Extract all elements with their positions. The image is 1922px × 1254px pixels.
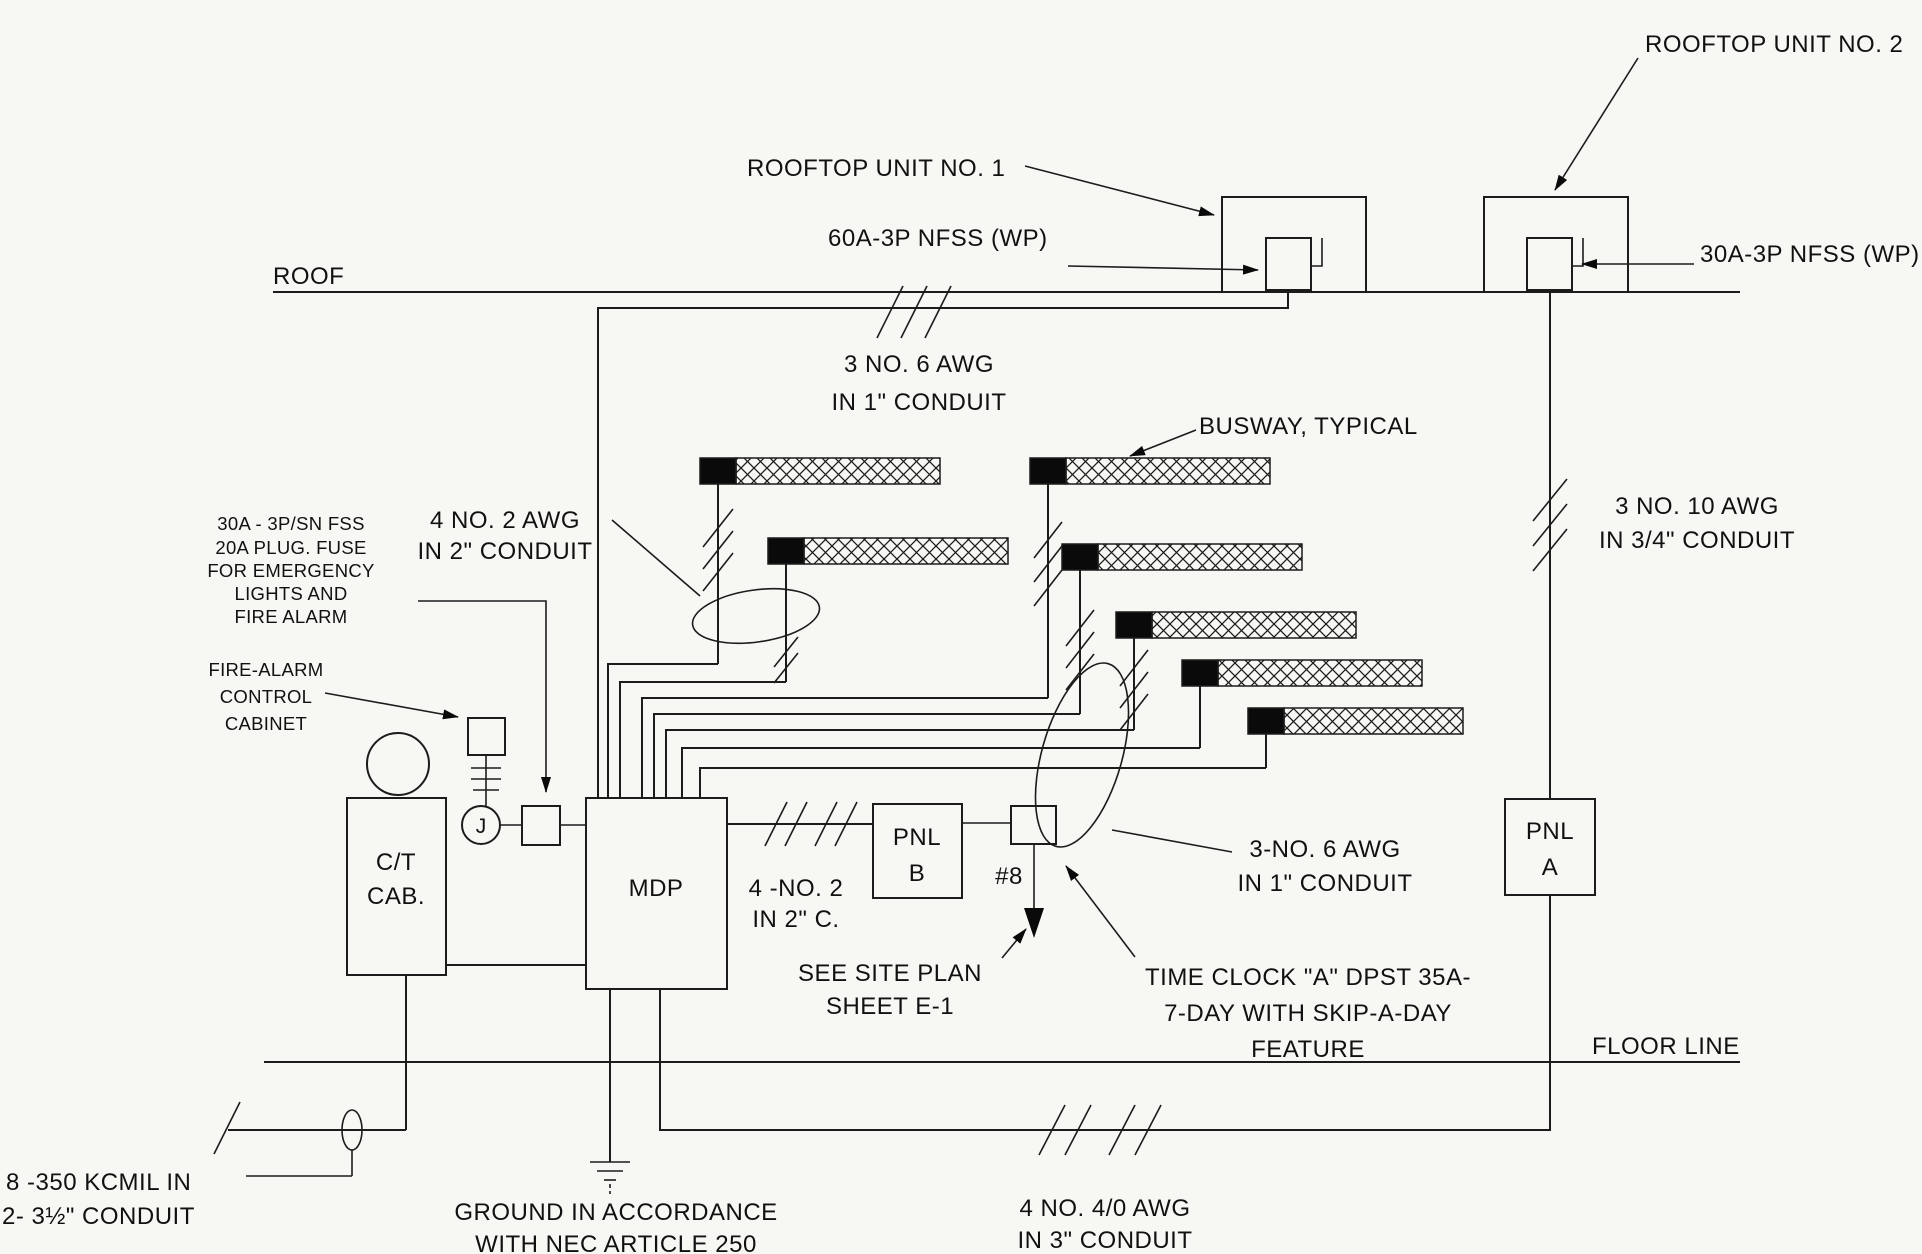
timeclock-branch-down-arrow	[1024, 908, 1044, 938]
ct-cab-label-line1: C/T	[376, 849, 416, 876]
busway-e	[1115, 611, 1357, 639]
timeclock-leader-arrow	[1065, 865, 1136, 958]
branch-size-line2: IN 1" CONDUIT	[1237, 870, 1412, 897]
pnl-a-label-line2: A	[1542, 854, 1559, 881]
rtu1-label: ROOFTOP UNIT NO. 1	[747, 155, 1005, 182]
busway-c	[1029, 457, 1271, 485]
riser-group-ellipse	[691, 587, 821, 645]
pnla-feeder-size-line2: IN 3" CONDUIT	[1017, 1227, 1192, 1254]
busway-riser-leader	[611, 519, 701, 597]
junction-box-label: J	[476, 815, 487, 838]
pnla-feeder-run	[659, 895, 1551, 1131]
fss-note-line1: 30A - 3P/SN FSS	[217, 513, 364, 534]
busway-g	[1247, 707, 1464, 735]
facp-note-line2: CONTROL	[220, 686, 313, 707]
facp-note: FIRE-ALARM CONTROL CABINET	[208, 659, 323, 734]
ct-cab-label-line2: CAB.	[367, 883, 425, 910]
pnla-feeder-size-line1: 4 NO. 4/0 AWG	[1020, 1195, 1191, 1222]
rtu1-feeder-run	[597, 290, 1289, 798]
facp-box	[467, 717, 506, 756]
pnl-b-label-line2: B	[909, 860, 926, 887]
timeclock-note-line1: TIME CLOCK "A" DPST 35A-	[1145, 964, 1471, 991]
pnla-feeder-slashes	[1038, 1104, 1162, 1156]
time-clock-box	[1010, 805, 1057, 845]
fused-switch-box	[521, 805, 561, 846]
service-size-line2: 2- 3½" CONDUIT	[2, 1203, 195, 1230]
site-plan-note-line2: SHEET E-1	[826, 993, 954, 1020]
rtu2-feeder-size-line2: IN 3/4" CONDUIT	[1599, 527, 1795, 554]
pnlb-feeder-size-line2: IN 2" C.	[752, 906, 839, 933]
pnlb-feeder-size-line1: 4 -NO. 2	[749, 875, 844, 902]
busway-d	[1061, 543, 1303, 571]
facp-leader-arrow	[324, 692, 459, 720]
busway-drops	[717, 484, 1267, 768]
rtu2-feeder-size-line1: 3 NO. 10 AWG	[1615, 493, 1779, 520]
busway-typical-arrow	[1129, 429, 1197, 457]
fss-note: 30A - 3P/SN FSS 20A PLUG. FUSE FOR EMERG…	[207, 513, 374, 627]
rtu2-switch-label: 30A-3P NFSS (WP)	[1700, 241, 1920, 268]
rtu1-feeder-size-line1: 3 NO. 6 AWG	[844, 351, 994, 378]
mdp-conduit-fan	[607, 663, 1266, 798]
facp-note-line3: CABINET	[225, 713, 307, 734]
rtu1-feeder-size-line2: IN 1" CONDUIT	[831, 389, 1006, 416]
branch-size-line1: 3-NO. 6 AWG	[1249, 836, 1400, 863]
rooftop-unit-1-symbol	[1221, 196, 1367, 293]
fss-note-line2: 20A PLUG. FUSE	[215, 537, 366, 558]
pnl-b-box	[872, 803, 963, 899]
ct-cabinet-box	[346, 797, 447, 976]
site-plan-note-line1: SEE SITE PLAN	[798, 960, 982, 987]
busway-riser-size-line1: 4 NO. 2 AWG	[430, 507, 580, 534]
fss-note-line5: FIRE ALARM	[235, 606, 348, 627]
rooftop-unit-2-symbol	[1483, 196, 1629, 293]
meter-symbol	[366, 732, 430, 796]
service-utility-slash	[213, 1101, 241, 1155]
rtu2-feeder-slashes	[1532, 478, 1568, 572]
rtu1-switch-label: 60A-3P NFSS (WP)	[828, 225, 1048, 252]
branch-size-leader	[1111, 829, 1233, 853]
rtu2-label: ROOFTOP UNIT NO. 2	[1645, 31, 1903, 58]
site-plan-leader-arrow	[1001, 928, 1027, 959]
service-size-line1: 8 -350 KCMIL IN	[6, 1169, 191, 1196]
timeclock-note-line3: FEATURE	[1251, 1036, 1365, 1063]
mdp-label: MDP	[629, 875, 684, 902]
pnl-a-label-line1: PNL	[1526, 818, 1574, 845]
floor-line-label: FLOOR LINE	[1592, 1033, 1740, 1060]
mdp-pnlb-slashes	[764, 801, 858, 847]
timeclock-note-line2: 7-DAY WITH SKIP-A-DAY	[1164, 1000, 1452, 1027]
branch-group-ellipse	[1034, 662, 1130, 848]
busway-drop-slashes	[702, 508, 1149, 731]
facp-note-line1: FIRE-ALARM	[208, 659, 323, 680]
rtu1-feeder-slashes	[876, 285, 952, 339]
fss-note-line4: LIGHTS AND	[235, 583, 348, 604]
ground-note-line2: WITH NEC ARTICLE 250	[475, 1231, 757, 1254]
fss-note-line3: FOR EMERGENCY	[207, 560, 374, 581]
ground-note-line1: GROUND IN ACCORDANCE	[454, 1199, 777, 1226]
fss-leader-arrow	[418, 600, 551, 793]
busway-riser-size-line2: IN 2" CONDUIT	[417, 538, 592, 565]
rtu1-leader-arrow	[1024, 165, 1215, 217]
rtu2-leader-arrow	[1554, 57, 1639, 191]
facp-junction-stub	[471, 755, 501, 806]
busway-a	[699, 457, 941, 485]
pnl-b-label-line1: PNL	[893, 824, 941, 851]
busway-f	[1181, 659, 1423, 687]
roof-label: ROOF	[273, 263, 344, 290]
circuit-8-label: #8	[995, 863, 1023, 890]
busway-typical-label: BUSWAY, TYPICAL	[1199, 413, 1418, 440]
mdp-box	[585, 797, 728, 990]
ground-symbol	[590, 1161, 630, 1194]
busway-b	[767, 537, 1009, 565]
rtu1-switch-leader-arrow	[1067, 264, 1259, 275]
